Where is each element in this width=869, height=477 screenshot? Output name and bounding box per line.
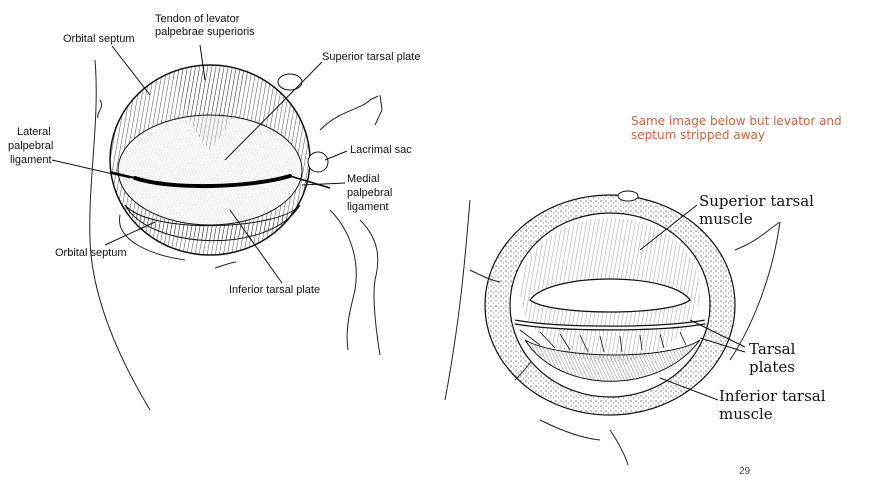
annotation-note: Same image below but levator and septum … [631, 114, 842, 142]
label-medial-line3: ligament [347, 201, 389, 213]
label-tarsal-plates-line2: plates [749, 358, 795, 376]
left-eyelid-diagram [89, 59, 383, 411]
label-inferior-tarsal-plate: Inferior tarsal plate [229, 284, 321, 296]
annotation-note-line2: septum stripped away [631, 128, 765, 142]
label-medial-line1: Medial [347, 173, 380, 185]
label-orbital-septum-bottom: Orbital septum [55, 247, 127, 259]
label-inferior-tarsal-muscle-line1: Inferior tarsal [719, 387, 826, 405]
label-tendon-line1: Tendon of levator [155, 13, 240, 25]
label-lateral-line3: ligament [10, 154, 52, 166]
label-tendon-line2: palpebrae superioris [155, 26, 255, 38]
label-lateral-line2: palpebral [8, 140, 54, 152]
label-medial-line2: palpebral [347, 187, 393, 199]
label-lateral-line1: Lateral [17, 126, 51, 138]
right-leader-lines [639, 204, 746, 401]
label-lacrimal-sac: Lacrimal sac [350, 144, 412, 156]
label-tarsal-plates-line1: Tarsal [749, 340, 796, 358]
left-leader-lines [51, 44, 348, 284]
label-inferior-tarsal-muscle-line2: muscle [719, 405, 773, 423]
page-number: 29 [739, 466, 751, 477]
label-superior-tarsal-muscle-line1: Superior tarsal [699, 192, 814, 210]
label-orbital-septum-top: Orbital septum [63, 33, 135, 45]
label-superior-tarsal-muscle-line2: muscle [699, 210, 753, 228]
annotation-note-line1: Same image below but levator and [631, 114, 842, 128]
label-superior-tarsal-plate: Superior tarsal plate [322, 51, 421, 63]
right-eyelid-diagram [444, 190, 781, 466]
